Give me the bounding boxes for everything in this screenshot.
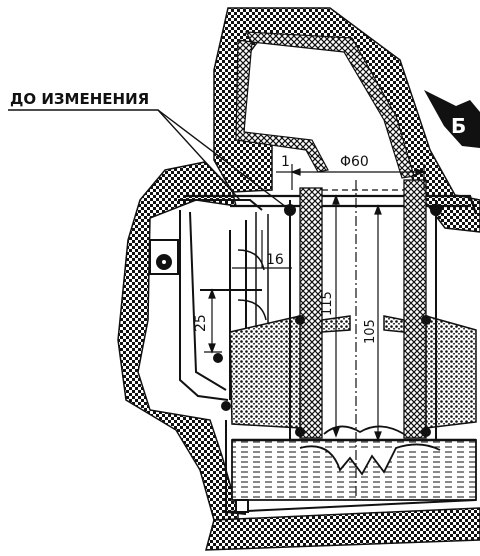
filter-element	[229, 315, 477, 429]
dimension-25: 25	[193, 314, 209, 332]
view-marker-label: Б	[451, 114, 466, 138]
dimension-diameter-60: Φ60	[340, 154, 369, 170]
view-arrow	[424, 90, 480, 148]
bottom-bowl	[225, 420, 477, 515]
dimension-105: 105	[363, 319, 378, 344]
dimension-16: 16	[266, 252, 284, 268]
dimension-1: 1	[281, 154, 290, 170]
central-pipe	[299, 179, 427, 439]
label-before-change: ДО ИЗМЕНЕНИЯ	[10, 90, 149, 108]
oil-bath	[231, 425, 477, 501]
dimension-115: 115	[320, 291, 335, 316]
before-change-leader	[8, 109, 291, 211]
dimension-lines	[204, 164, 426, 500]
